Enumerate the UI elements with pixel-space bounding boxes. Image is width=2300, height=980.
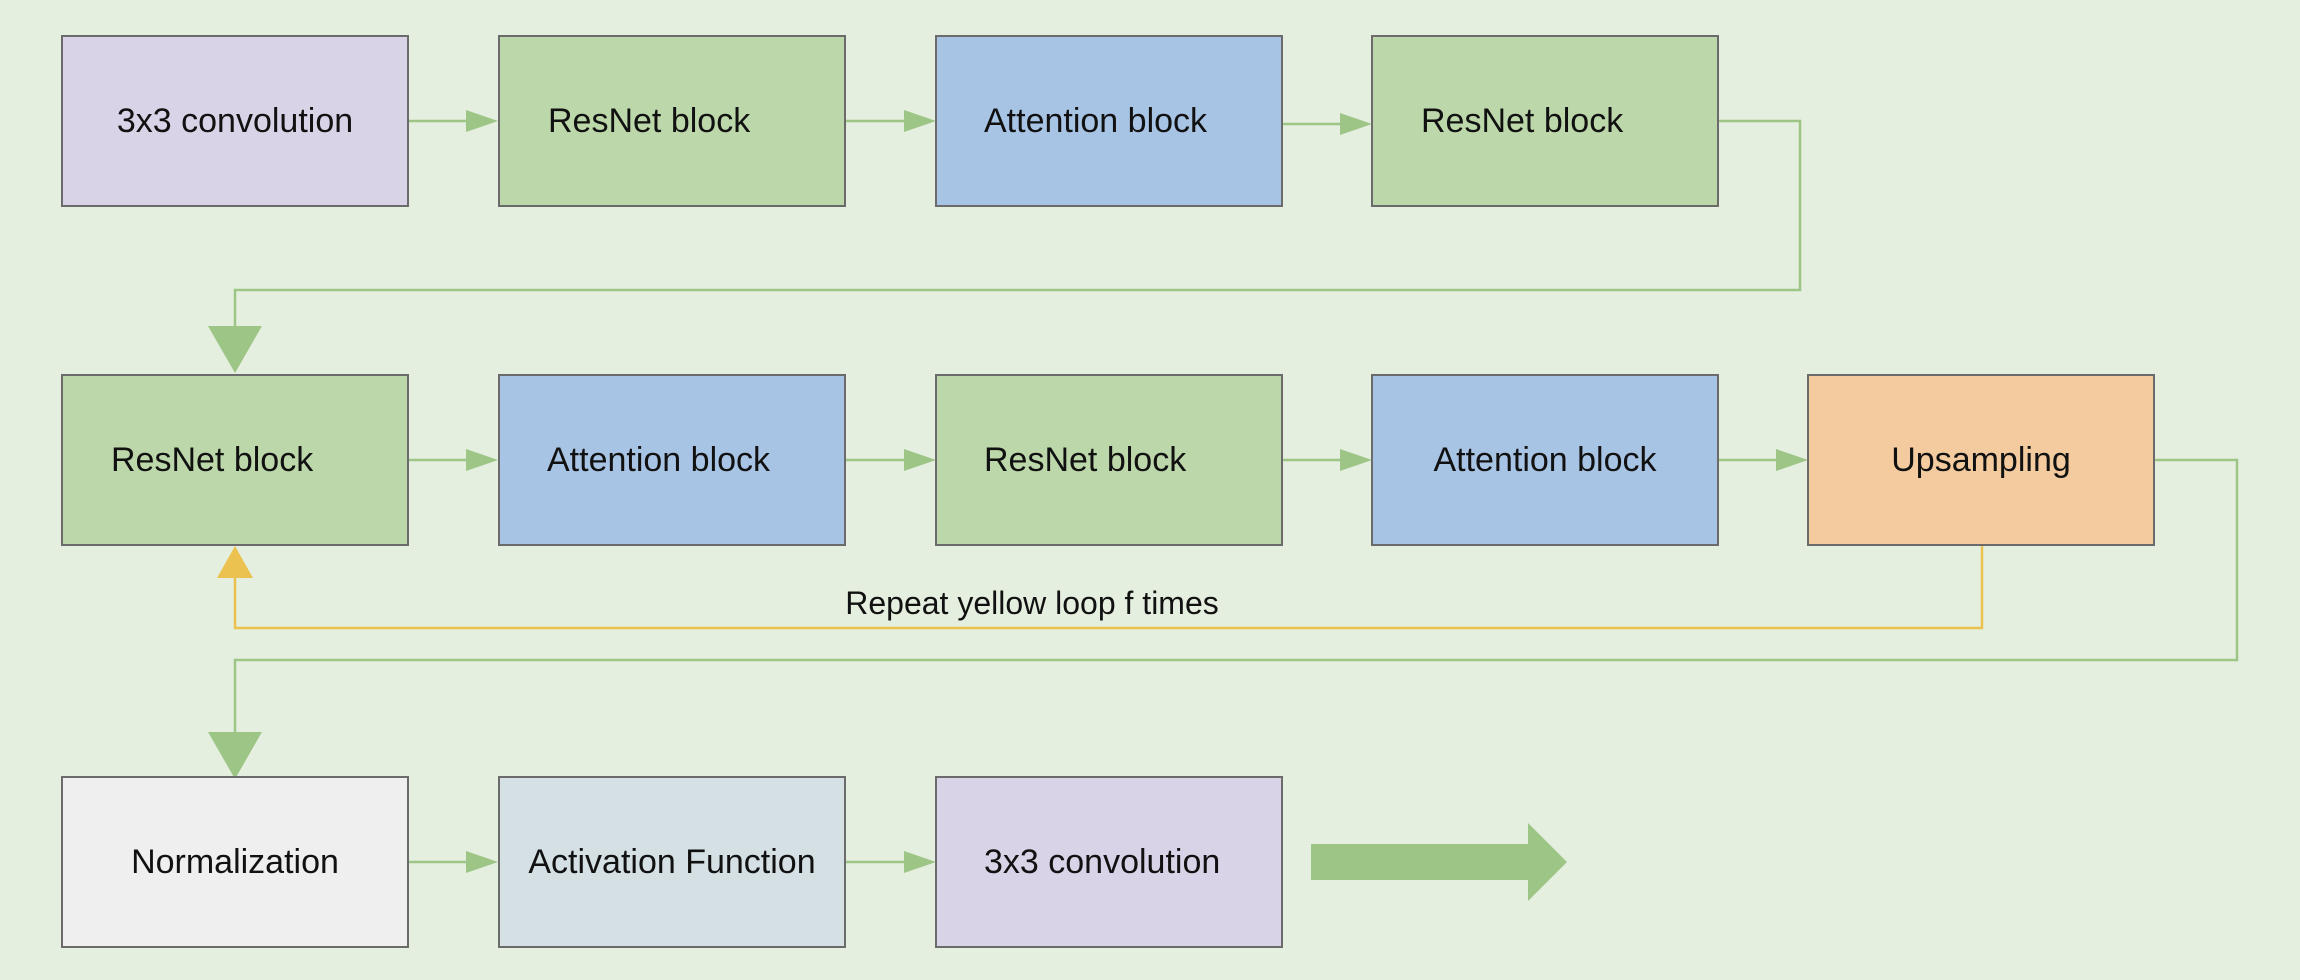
block-resnet-2: ResNet block xyxy=(1371,35,1719,207)
block-label: Attention block xyxy=(1433,440,1657,479)
connector-conv-to-resnet-1 xyxy=(409,110,498,132)
block-resnet-4: ResNet block xyxy=(935,374,1283,546)
block-label: 3x3 convolution xyxy=(116,101,354,140)
block-resnet-1: ResNet block xyxy=(498,35,846,207)
output-arrow-icon xyxy=(1311,823,1567,901)
block-label: Attention block xyxy=(547,440,771,479)
block-resnet-3: ResNet block xyxy=(61,374,409,546)
block-conv-in: 3x3 convolution xyxy=(61,35,409,207)
connector-normalization-to-activation xyxy=(409,851,498,873)
block-label: ResNet block xyxy=(111,440,314,479)
connector-attention-2-to-resnet-4 xyxy=(846,449,936,471)
connector-attention-3-to-upsampling xyxy=(1718,449,1808,471)
repeat-loop-label: Repeat yellow loop f times xyxy=(845,585,1219,621)
block-label: 3x3 convolution xyxy=(984,842,1221,881)
block-attention-1: Attention block xyxy=(935,35,1283,207)
connector-resnet-4-to-attention-3 xyxy=(1282,449,1372,471)
block-label: ResNet block xyxy=(1421,101,1624,140)
repeat-loop-connector xyxy=(217,545,1984,630)
connector-resnet-2-to-row-2 xyxy=(208,119,1802,373)
connector-upsampling-to-row-3 xyxy=(208,458,2239,779)
block-label: Upsampling xyxy=(1891,440,2071,479)
block-upsampling: Upsampling xyxy=(1807,374,2155,546)
block-label: Normalization xyxy=(131,842,339,881)
block-label: ResNet block xyxy=(548,101,751,140)
block-conv-out: 3x3 convolution xyxy=(935,776,1283,948)
block-attention-3: Attention block xyxy=(1371,374,1719,546)
connector-activation-to-conv-out xyxy=(846,851,936,873)
block-label: Activation Function xyxy=(528,842,816,881)
block-attention-2: Attention block xyxy=(498,374,846,546)
connector-resnet-3-to-attention-2 xyxy=(409,449,498,471)
block-label: Attention block xyxy=(984,101,1208,140)
connector-resnet-1-to-attention-1 xyxy=(846,110,936,132)
block-activation: Activation Function xyxy=(498,776,846,948)
block-normalization: Normalization xyxy=(61,776,409,948)
connector-attention-1-to-resnet-2 xyxy=(1282,113,1372,135)
block-label: ResNet block xyxy=(984,440,1187,479)
